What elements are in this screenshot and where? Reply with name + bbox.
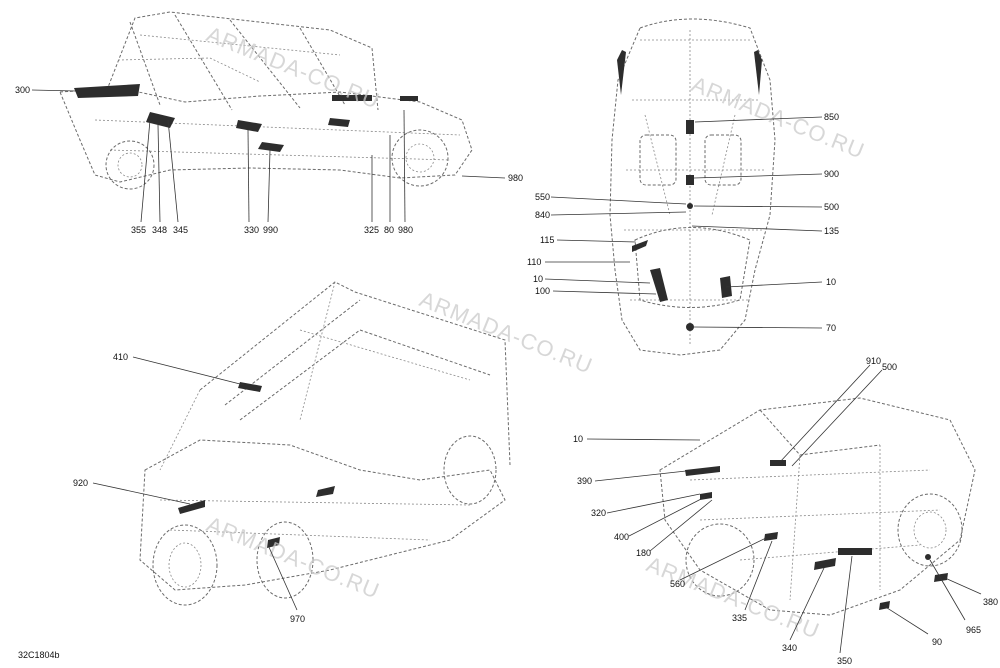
callout-label: 910: [866, 356, 881, 366]
callout-label: 80: [384, 225, 394, 235]
callout-label: 335: [732, 613, 747, 623]
callout-label: 135: [824, 226, 839, 236]
callout-label: 920: [73, 478, 88, 488]
callout-label: 10: [573, 434, 583, 444]
front-three-quarter-vehicle: [139, 281, 511, 606]
callout-label: 970: [290, 614, 305, 624]
callout-label: 500: [824, 202, 839, 212]
callout-label: 10: [826, 277, 836, 287]
callout-label: 345: [173, 225, 188, 235]
diagram-code: 32C1804b: [18, 650, 60, 660]
callout-label: 340: [782, 643, 797, 653]
callout-label: 10: [533, 274, 543, 284]
callout-label: 550: [535, 192, 550, 202]
callout-label: 180: [636, 548, 651, 558]
top-view-callouts: 850 900 500 550 840 135 115 110 10 10 10…: [527, 112, 839, 333]
callout-label: 500: [882, 362, 897, 372]
callout-label: 330: [244, 225, 259, 235]
callout-label: 980: [398, 225, 413, 235]
top-view-vehicle: [609, 18, 776, 356]
callout-label: 320: [591, 508, 606, 518]
callout-label: 355: [131, 225, 146, 235]
callout-label: 850: [824, 112, 839, 122]
side-view-callouts: 300 355 348 345 330 990 325 80 980 980: [15, 85, 523, 235]
watermark-text: ARMADA-CO.RU: [203, 511, 383, 603]
callout-label: 840: [535, 210, 550, 220]
callout-label: 90: [932, 637, 942, 647]
callout-label: 980: [508, 173, 523, 183]
callout-label: 965: [966, 625, 981, 635]
callout-label: 100: [535, 286, 550, 296]
callout-label: 110: [527, 257, 541, 267]
callout-label: 390: [577, 476, 592, 486]
callout-label: 300: [15, 85, 30, 95]
rear-three-quarter-vehicle: [659, 397, 976, 616]
callout-label: 70: [826, 323, 836, 333]
callout-label: 325: [364, 225, 379, 235]
callout-label: 350: [837, 656, 852, 666]
watermark-text: ARMADA-CO.RU: [643, 551, 823, 643]
callout-label: 900: [824, 169, 839, 179]
callout-label: 410: [113, 352, 128, 362]
callout-label: 380: [983, 597, 998, 607]
callout-label: 115: [540, 235, 554, 245]
rear-view-callouts: 910 500 10 390 320 400 180 560 335 340 3…: [573, 356, 998, 666]
front-view-callouts: 410 920 970: [73, 352, 305, 624]
watermark-text: ARMADA-CO.RU: [688, 71, 868, 163]
callout-label: 560: [670, 579, 685, 589]
side-view-vehicle: [59, 11, 473, 190]
callout-label: 400: [614, 532, 629, 542]
callout-label: 348: [152, 225, 167, 235]
callout-label: 990: [263, 225, 278, 235]
